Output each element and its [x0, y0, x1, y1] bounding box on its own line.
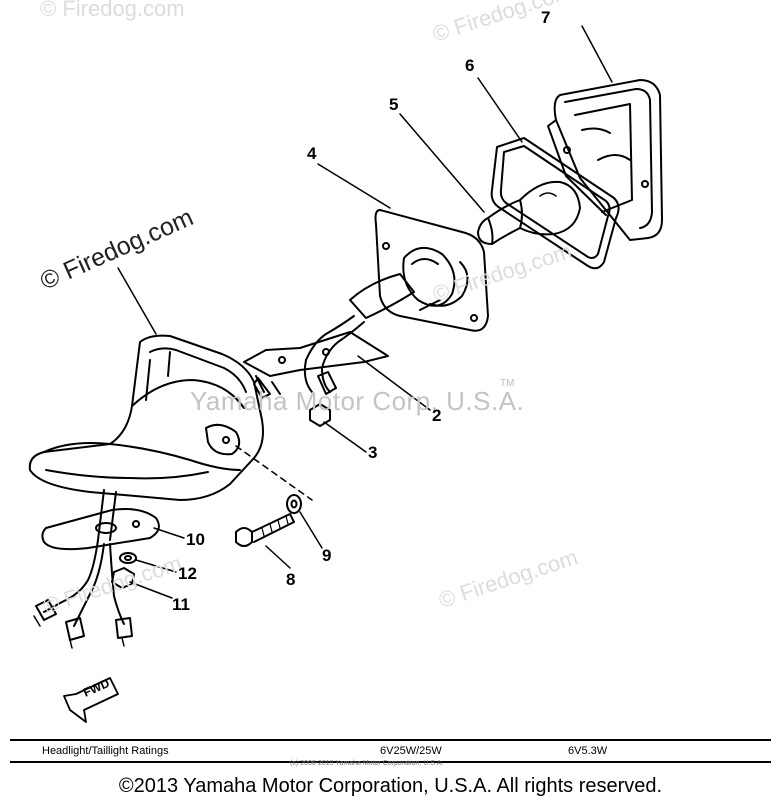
- callout-7: 7: [541, 8, 551, 27]
- wiring-harness: [33, 489, 133, 649]
- copyright-notice: ©2013 Yamaha Motor Corporation, U.S.A. A…: [118, 775, 663, 797]
- callout-4: 4: [307, 144, 317, 163]
- callout-2: 2: [432, 406, 442, 425]
- parts-diagram: [28, 25, 663, 723]
- callout-5: 5: [389, 95, 399, 114]
- part-11-nut: [111, 567, 135, 589]
- fwd-arrow: [63, 677, 119, 723]
- callout-9: 9: [322, 546, 332, 565]
- callout-6: 6: [465, 56, 475, 75]
- ratings-value-1: 6V25W/25W: [380, 745, 442, 757]
- ratings-bar: Headlight/Taillight Ratings 6V25W/25W 6V…: [10, 739, 771, 763]
- part-8-bolt: [235, 513, 295, 547]
- callout-11: 11: [172, 595, 190, 614]
- part-7-lens-housing: [547, 79, 663, 241]
- part-2-bracket: [243, 331, 389, 399]
- ratings-value-2: 6V5.3W: [568, 745, 608, 757]
- callout-12: 12: [178, 564, 197, 583]
- leader-lines: [117, 25, 613, 599]
- part-1-taillight-body: [28, 334, 264, 501]
- callout-3: 3: [368, 443, 378, 462]
- assembly-line: [235, 445, 313, 501]
- part-10-plate: [41, 508, 160, 551]
- callout-10: 10: [186, 530, 205, 549]
- part-12-washer: [119, 552, 137, 564]
- part-9-washer: [286, 494, 302, 514]
- ratings-label: Headlight/Taillight Ratings: [42, 745, 169, 757]
- part-6-gasket: [490, 137, 620, 270]
- callout-8: 8: [286, 570, 296, 589]
- fine-print: (c) 2006-2015 Yamaha Motor Corporation, …: [290, 760, 444, 767]
- socket-tube: [303, 273, 415, 393]
- part-5-bulb: [477, 180, 581, 245]
- part-3-nut: [309, 403, 331, 427]
- part-4-socket-plate: [374, 209, 489, 332]
